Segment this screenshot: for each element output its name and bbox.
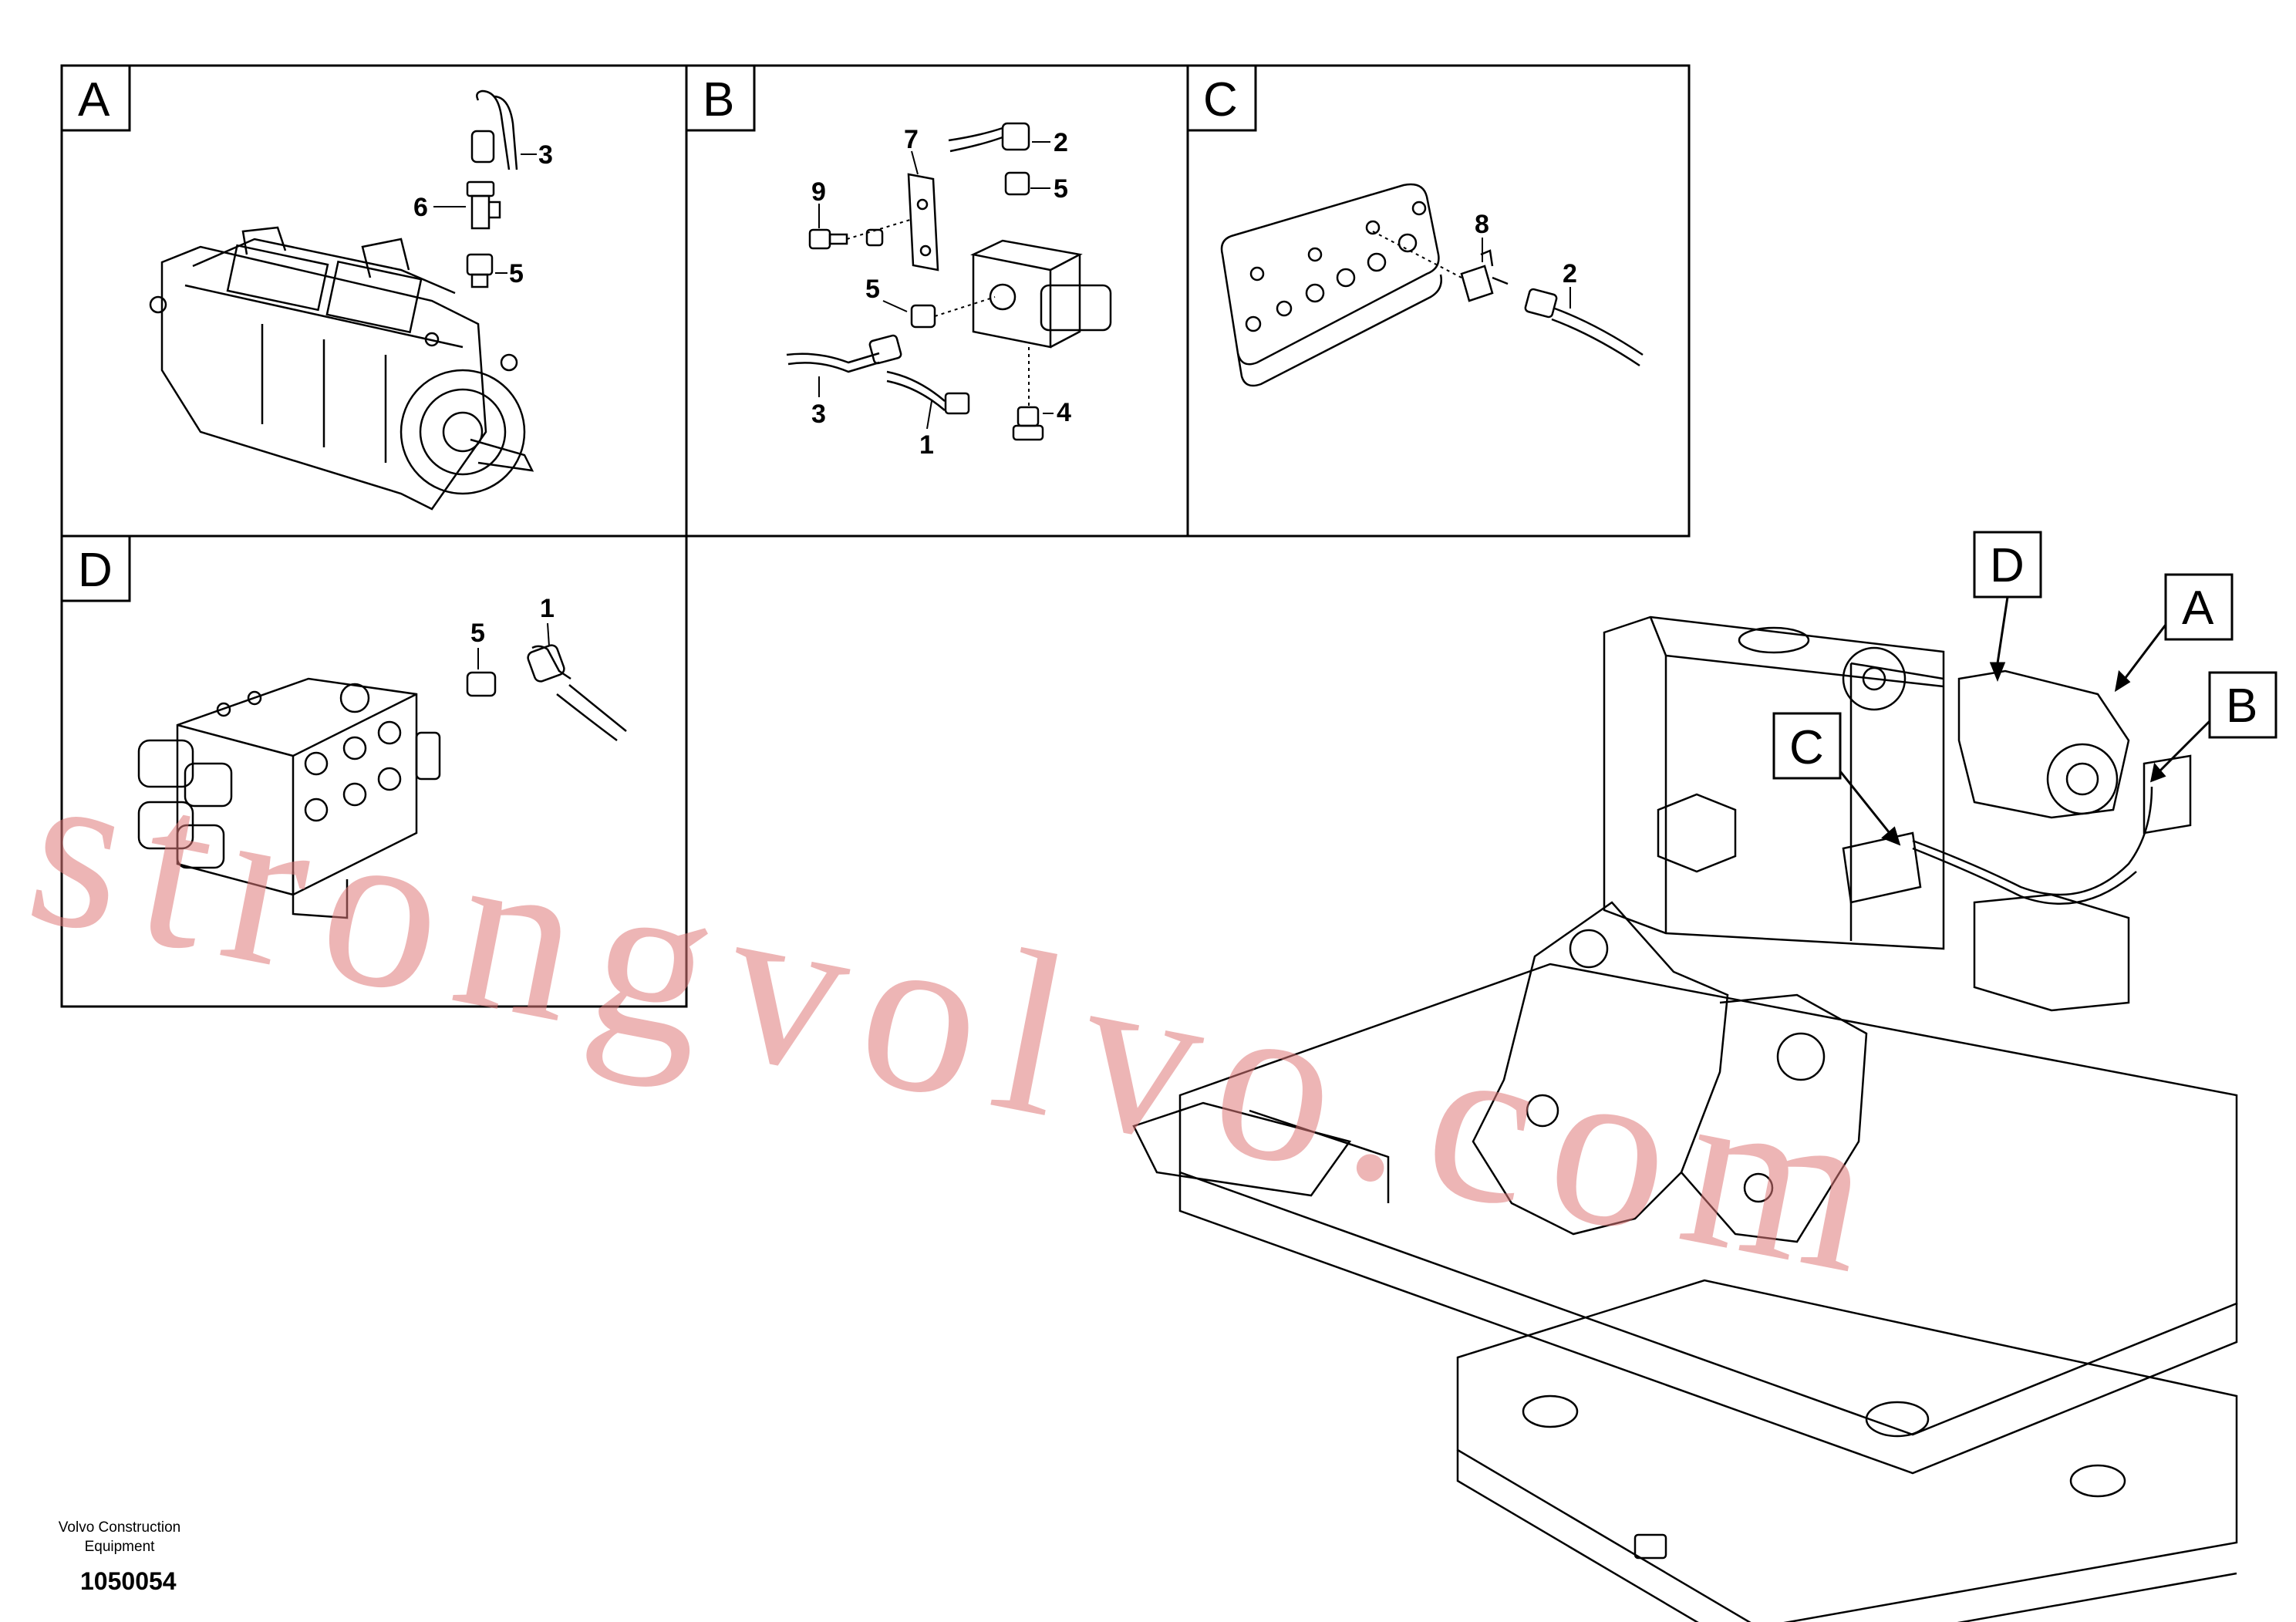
panel-a-letter: A [78, 73, 110, 126]
main-pointer-a-box [2164, 573, 2234, 641]
panel-a-letter-box [60, 64, 131, 132]
main-pointer-b-label: B [2226, 679, 2257, 733]
panel-b-valve-drawing [786, 122, 1112, 441]
panel-c-callout-8: 8 [1475, 210, 1489, 239]
panel-c-letter-box [1186, 64, 1257, 132]
panel-b-letter: B [703, 73, 734, 126]
company-line-2: Equipment [84, 1539, 155, 1555]
panel-b-callout-7: 7 [904, 125, 919, 154]
main-pointer-c-box [1772, 712, 1842, 780]
panel-d-callout-1: 1 [540, 594, 555, 623]
panel-d-letter-box [60, 534, 131, 602]
panel-b-callout-9: 9 [811, 177, 826, 207]
main-pointer-c-label: C [1789, 721, 1824, 774]
panel-c-callout-2: 2 [1563, 259, 1577, 288]
panel-b-callout-5-mid: 5 [865, 275, 880, 304]
panel-b-letter-box [685, 64, 756, 132]
panel-a-callout-5: 5 [509, 259, 524, 288]
main-frame-drawing [1132, 615, 2238, 1622]
main-pointer-d-label: D [1990, 539, 2025, 592]
panel-b-callout-1: 1 [919, 430, 934, 460]
main-pointer-b-box [2208, 671, 2277, 739]
panel-a-callout-3: 3 [538, 140, 553, 170]
main-pointer-a-label: A [2182, 582, 2214, 635]
panel-d-letter: D [78, 544, 113, 597]
panel-c-frame [1186, 64, 1691, 538]
panel-b-callout-2: 2 [1054, 128, 1068, 157]
panel-b-frame [685, 64, 1189, 538]
document-number: 1050054 [80, 1567, 177, 1595]
panel-a-frame [60, 64, 688, 538]
company-name: Volvo Construction Equipment [46, 1518, 193, 1556]
footer: Volvo Construction Equipment 1050054 [46, 1518, 193, 1596]
panel-b-callout-4: 4 [1057, 398, 1071, 427]
panel-d-control-valve-drawing [137, 644, 627, 919]
panel-d-frame [60, 534, 688, 1008]
company-line-1: Volvo Construction [58, 1519, 181, 1536]
panel-a-callout-6: 6 [413, 193, 428, 222]
panel-b-callout-3: 3 [811, 400, 826, 429]
panel-c-letter: C [1203, 73, 1238, 126]
panel-b-callout-5-top: 5 [1054, 174, 1068, 204]
panel-d-callout-5: 5 [470, 619, 485, 648]
panel-a-pump-drawing [149, 89, 534, 511]
panel-c-plate-drawing [1220, 183, 1644, 387]
